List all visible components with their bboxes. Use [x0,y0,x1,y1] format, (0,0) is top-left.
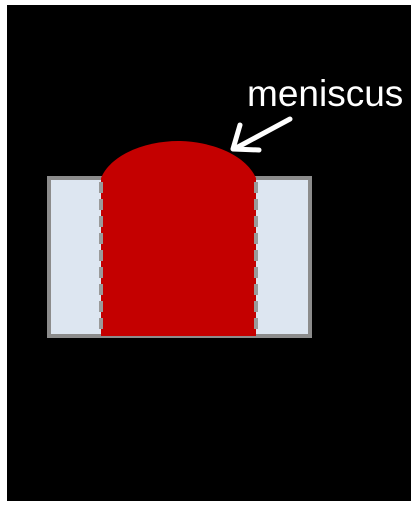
meniscus-label: meniscus [247,73,403,114]
liquid-column [101,141,256,336]
arrow-icon [233,119,290,150]
